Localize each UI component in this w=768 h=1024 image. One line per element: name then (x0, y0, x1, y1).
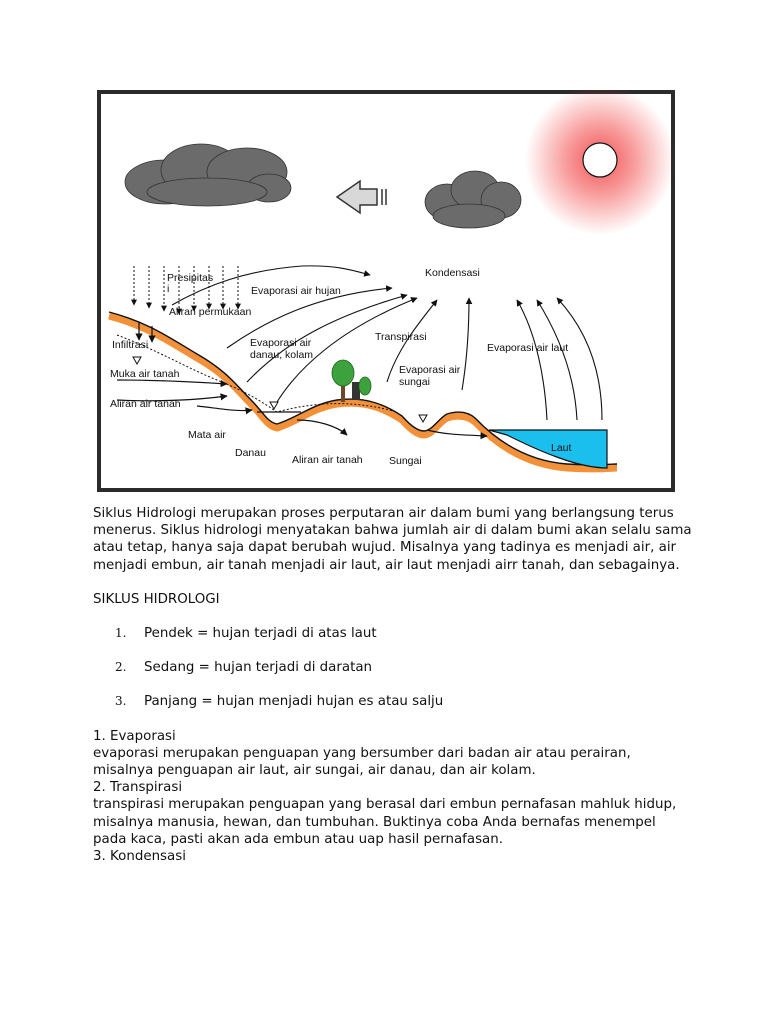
label-evaporasi-danau-kolam-l1: Evaporasi air (250, 337, 312, 349)
label-aliran-permukaan: Aliran permukaan (169, 306, 251, 318)
section-heading: SIKLUS HIDROLOGI (93, 591, 693, 608)
list-text: Panjang = hujan menjadi hujan es atau sa… (144, 693, 443, 710)
list-text: Pendek = hujan terjadi di atas laut (144, 625, 377, 642)
list-item: 2.Sedang = hujan terjadi di daratan (93, 659, 693, 676)
list-item: 1.Pendek = hujan terjadi di atas laut (93, 625, 693, 642)
label-muka-air-tanah: Muka air tanah (110, 368, 180, 380)
intro-paragraph: Siklus Hidrologi merupakan proses perput… (93, 505, 693, 574)
transpirasi-body: transpirasi merupakan penguapan yang ber… (93, 796, 693, 848)
label-kondensasi: Kondensasi (425, 267, 480, 279)
label-evaporasi-air-laut: Evaporasi air laut (487, 342, 568, 354)
label-infiltrasi: Infiltrasi (112, 339, 148, 351)
label-aliran-air-tanah-left: Aliran air tanah (110, 398, 181, 410)
evaporasi-title: 1. Evaporasi (93, 728, 693, 745)
list-item: 3.Panjang = hujan menjadi hujan es atau … (93, 693, 693, 710)
label-evaporasi-sungai-l2: sungai (399, 376, 430, 388)
label-aliran-air-tanah-bottom: Aliran air tanah (292, 454, 363, 466)
label-laut: Laut (551, 442, 572, 454)
label-presipitasi-wrap: i (167, 283, 169, 295)
kondensasi-title: 3. Kondensasi (93, 848, 693, 865)
label-evaporasi-sungai-l1: Evaporasi air (399, 364, 461, 376)
label-evaporasi-danau-kolam-l2: danau, kolam (250, 349, 313, 361)
label-transpirasi: Transpirasi (375, 331, 427, 343)
document-body: Siklus Hidrologi merupakan proses perput… (93, 505, 693, 865)
list-text: Sedang = hujan terjadi di daratan (144, 659, 372, 676)
cycle-types-list: 1.Pendek = hujan terjadi di atas laut 2.… (93, 625, 693, 711)
list-number: 2. (93, 659, 144, 676)
label-mata-air: Mata air (188, 429, 226, 441)
label-presipitasi-text: Presipitas (167, 272, 213, 284)
transpirasi-title: 2. Transpirasi (93, 779, 693, 796)
list-number: 1. (93, 625, 144, 642)
list-number: 3. (93, 693, 144, 710)
label-sungai: Sungai (389, 455, 422, 467)
evaporasi-body: evaporasi merupakan penguapan yang bersu… (93, 745, 693, 779)
sun-icon (525, 90, 675, 235)
label-evaporasi-air-hujan: Evaporasi air hujan (251, 285, 341, 297)
label-danau: Danau (235, 447, 266, 459)
